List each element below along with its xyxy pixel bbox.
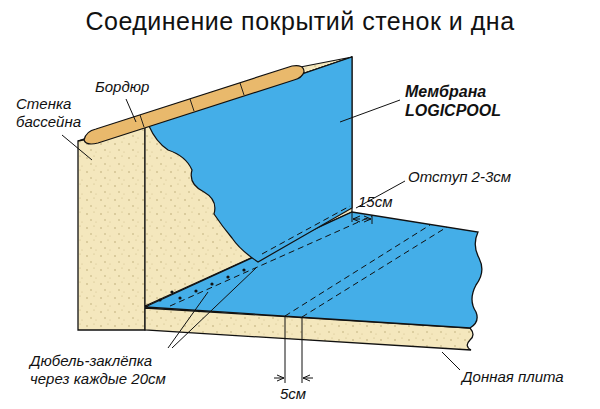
bordure-joints — [140, 83, 244, 127]
leader-lines — [62, 99, 460, 370]
seam-lines — [170, 206, 447, 317]
material-label: Мембрана LOGICPOOL — [405, 82, 517, 120]
diagram-title: Соединение покрытий стенок и дна — [0, 6, 600, 36]
part-label: Бордюр — [95, 78, 149, 96]
dimension-label: 5см — [280, 385, 306, 403]
part-label: Стенка бассейна — [16, 95, 88, 131]
note-label: Отступ 2-3см — [408, 168, 511, 186]
note-label: Дюбель-заклёпка через каждые 20см — [30, 352, 180, 388]
dimension-5 — [274, 317, 313, 383]
bordure — [84, 66, 304, 144]
rivets — [158, 268, 245, 301]
part-label: Донная плита — [462, 368, 564, 386]
dimension-15 — [352, 212, 372, 224]
wall-section — [78, 127, 145, 330]
dimension-label: 15см — [358, 193, 392, 211]
